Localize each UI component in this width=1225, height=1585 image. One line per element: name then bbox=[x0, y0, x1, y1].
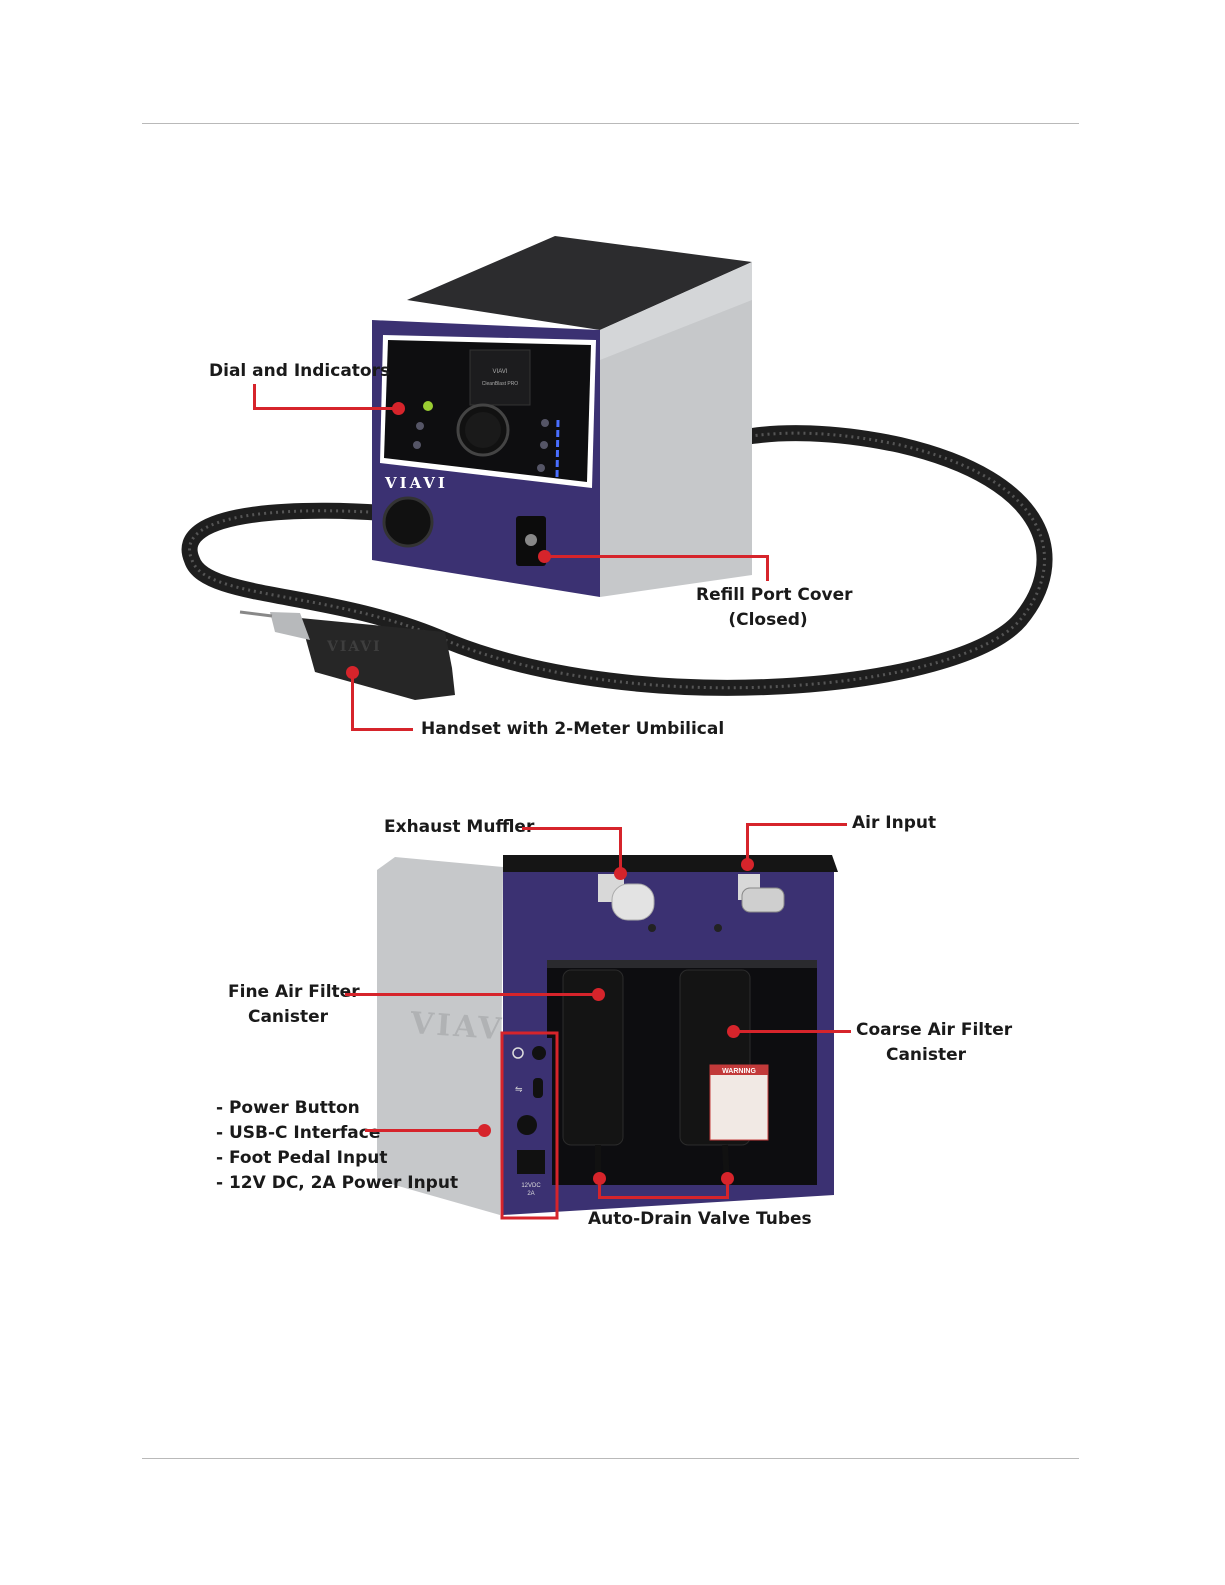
power-button-shape bbox=[532, 1046, 546, 1060]
callout-refill-port-line1: Refill Port Cover bbox=[696, 585, 853, 605]
callout-dot-muffler bbox=[614, 867, 627, 880]
power-label-line2: 2A bbox=[527, 1191, 534, 1197]
callout-exhaust-muffler: Exhaust Muffler bbox=[384, 817, 535, 837]
front-brand-logo: VIAVI bbox=[384, 474, 448, 492]
io-highlight-box bbox=[500, 1031, 559, 1220]
power-label-line1: 12VDC bbox=[521, 1183, 541, 1189]
display-screen-line1: VIAVI bbox=[493, 369, 508, 375]
callout-air-input: Air Input bbox=[852, 813, 937, 833]
callout-dial-indicators: Dial and Indicators bbox=[209, 361, 391, 381]
display-screen bbox=[469, 349, 531, 406]
callout-fine-filter-line2: Canister bbox=[247, 1007, 329, 1027]
callout-dot-fine-filter bbox=[592, 988, 605, 1001]
callout-fine-filter: Fine Air Filter Canister bbox=[228, 980, 360, 1030]
callout-refill-port: Refill Port Cover (Closed) bbox=[696, 583, 853, 633]
front-view-illustration: VIAVI CleanBlast PRO VIAVI VIAVI bbox=[181, 236, 1053, 700]
callout-io-list: - Power Button - USB-C Interface - Foot … bbox=[216, 1096, 458, 1196]
callout-coarse-filter-line2: Canister bbox=[885, 1045, 967, 1065]
callout-dot-air-input bbox=[741, 858, 754, 871]
io-list-item-usb: - USB-C Interface bbox=[216, 1123, 381, 1143]
callout-fine-filter-line1: Fine Air Filter bbox=[228, 982, 360, 1002]
dc-power-jack bbox=[517, 1150, 545, 1174]
callout-refill-port-line2: (Closed) bbox=[728, 610, 808, 630]
unit-side-panel bbox=[600, 262, 752, 597]
rear-side-panel bbox=[377, 857, 503, 1215]
callout-handset: Handset with 2-Meter Umbilical bbox=[421, 719, 725, 739]
display-screen-line2: CleanBlast PRO bbox=[482, 381, 519, 387]
warning-label bbox=[709, 1064, 769, 1141]
header-rule bbox=[142, 123, 1079, 124]
io-list-item-power: - Power Button bbox=[216, 1098, 360, 1118]
umbilical-hose bbox=[181, 425, 1053, 696]
fine-filter-canister bbox=[562, 969, 624, 1146]
callout-coarse-filter-line1: Coarse Air Filter bbox=[856, 1020, 1013, 1040]
callout-dot-io bbox=[478, 1124, 491, 1137]
callout-dot-dial bbox=[392, 402, 405, 415]
exhaust-muffler-shape bbox=[611, 883, 655, 921]
callout-dot-refill bbox=[538, 550, 551, 563]
unit-top-panel bbox=[407, 236, 752, 330]
usb-c-port bbox=[533, 1078, 543, 1098]
handset-logo: VIAVI bbox=[326, 639, 382, 655]
footer-rule bbox=[142, 1458, 1079, 1459]
foot-pedal-jack bbox=[517, 1115, 537, 1135]
svg-text:⇋: ⇋ bbox=[515, 1085, 523, 1095]
handset-body bbox=[300, 618, 455, 700]
callout-coarse-filter: Coarse Air Filter Canister bbox=[856, 1018, 1013, 1068]
air-input-fitting bbox=[741, 887, 785, 913]
io-list-item-foot-pedal: - Foot Pedal Input bbox=[216, 1148, 388, 1168]
hose-connector bbox=[382, 496, 434, 548]
callout-auto-drain: Auto-Drain Valve Tubes bbox=[588, 1209, 812, 1229]
warning-label-text: WARNING bbox=[722, 1068, 756, 1075]
status-indicator-green bbox=[423, 401, 433, 411]
callout-dot-coarse-filter bbox=[727, 1025, 740, 1038]
io-list-item-power-input: - 12V DC, 2A Power Input bbox=[216, 1173, 459, 1193]
